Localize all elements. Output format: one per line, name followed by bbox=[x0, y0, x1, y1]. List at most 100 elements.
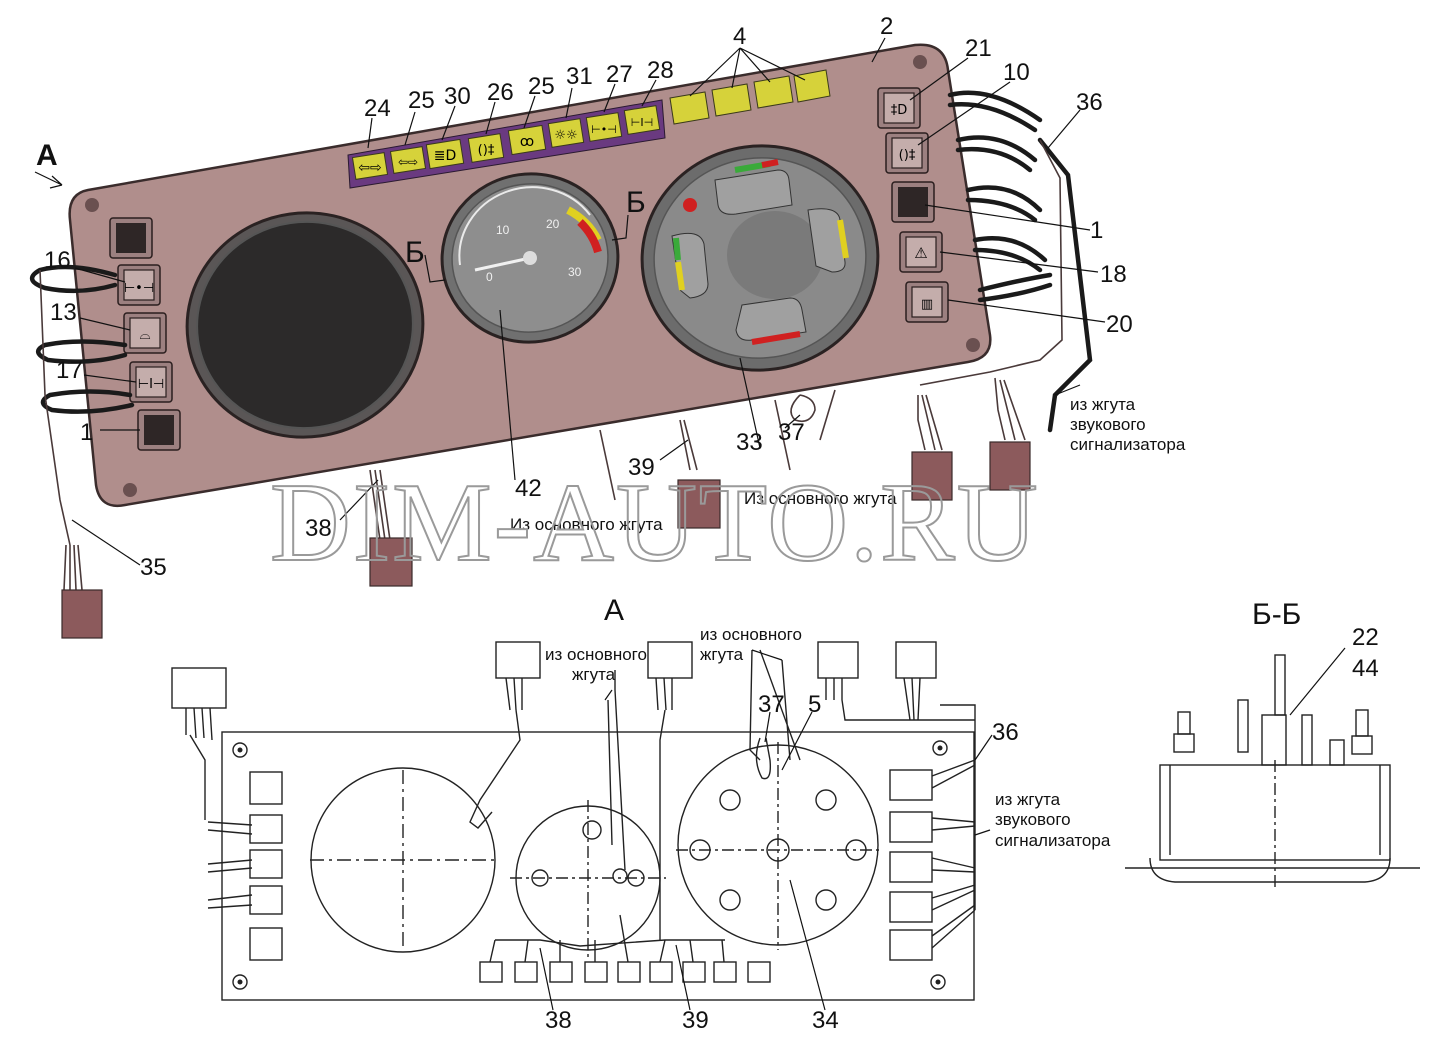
left-wire-loops bbox=[30, 264, 135, 546]
callout-24: 24 bbox=[364, 95, 391, 122]
callout-back-37: 37 bbox=[758, 691, 785, 718]
blank-button-right-face bbox=[898, 187, 928, 217]
plug-39 bbox=[677, 479, 721, 529]
left-button-column: ⊢•⊣ ⌓ ⊢I⊣ bbox=[109, 217, 181, 451]
blank-button-face bbox=[116, 223, 146, 253]
label-back-main-1b: жгута bbox=[572, 665, 616, 684]
callout-22: 22 bbox=[1352, 624, 1379, 651]
rear-heater-icon: ▥ bbox=[921, 297, 933, 312]
diff-lock-lamp-28 bbox=[623, 105, 661, 135]
callout-25a: 25 bbox=[408, 87, 435, 114]
back-view-title: А bbox=[604, 594, 624, 627]
button-17-face bbox=[135, 366, 167, 398]
panel-3d-view: ⊢•⊣ ⌓ ⊢I⊣ 0 10 20 30 bbox=[30, 13, 1186, 639]
right-connector-stack bbox=[889, 720, 976, 961]
button-10-face bbox=[891, 137, 923, 169]
label-horn-harness-2: звукового bbox=[1070, 415, 1146, 434]
button-13-face bbox=[129, 317, 161, 349]
section-BB-title: Б-Б bbox=[1252, 598, 1301, 631]
label-back-main-1a: из основного bbox=[545, 645, 647, 664]
right-button-column: ‡D ()‡ ⚠ ▥ bbox=[877, 87, 949, 323]
hazard-button-18-face bbox=[905, 236, 937, 268]
view-A-arrow bbox=[34, 171, 63, 189]
callout-2: 2 bbox=[880, 13, 893, 40]
callout-25b: 25 bbox=[528, 73, 555, 100]
tach-0: 0 bbox=[486, 270, 493, 284]
axle-lock-icon: ⊢•⊣ bbox=[124, 281, 154, 296]
fog-light-icon: ()‡ bbox=[478, 143, 495, 158]
glow-plug-icon: ꝏ bbox=[520, 134, 534, 150]
section-B-marker-right: Б bbox=[626, 186, 646, 219]
back-leaders bbox=[539, 649, 993, 1011]
callout-30: 30 bbox=[444, 83, 471, 110]
callout-33: 33 bbox=[736, 429, 763, 456]
tach-30: 30 bbox=[568, 265, 582, 279]
top-connectors-back bbox=[171, 641, 976, 940]
plug-38 bbox=[369, 537, 413, 587]
label-back-horn-b: звукового bbox=[995, 810, 1071, 829]
tach-10: 10 bbox=[496, 223, 510, 237]
glow-plug-lamp-25 bbox=[507, 124, 547, 156]
label-back-main-2b: жгута bbox=[700, 645, 744, 664]
callout-back-5: 5 bbox=[808, 691, 821, 718]
callout-26: 26 bbox=[487, 79, 514, 106]
watermark: DIM-AUTO.RU bbox=[270, 461, 1040, 585]
high-beam-lamp-30 bbox=[425, 138, 465, 170]
callout-28: 28 bbox=[647, 57, 674, 84]
diff-lock-icon: ⊢I⊣ bbox=[631, 116, 653, 129]
rear-fog-icon: ()‡ bbox=[899, 148, 916, 163]
section-B-arrow-left bbox=[424, 254, 446, 283]
callout-39: 39 bbox=[628, 454, 655, 481]
callout-37: 37 bbox=[778, 419, 805, 446]
button-21-face bbox=[883, 92, 915, 124]
section-BB-view: Б-Б 22 44 bbox=[1125, 598, 1420, 890]
label-horn-harness-3: сигнализатора bbox=[1070, 435, 1186, 454]
callout-back-39: 39 bbox=[682, 1007, 709, 1034]
callout-1-right: 1 bbox=[1090, 217, 1103, 244]
back-panel-outline bbox=[221, 731, 975, 1001]
speedometer bbox=[185, 211, 425, 439]
callout-1-left: 1 bbox=[80, 419, 93, 446]
callout-35: 35 bbox=[140, 554, 167, 581]
view-A-label: А bbox=[36, 139, 58, 172]
top-callouts: 24 25 30 26 25 31 27 28 4 2 21 10 36 1 1… bbox=[44, 13, 1133, 581]
callout-17: 17 bbox=[56, 357, 83, 384]
axle-lock-lamp-27 bbox=[585, 112, 623, 142]
bottom-connector-row bbox=[479, 914, 771, 983]
callout-back-38: 38 bbox=[545, 1007, 572, 1034]
left-connector-stack bbox=[207, 771, 283, 961]
callout-21: 21 bbox=[965, 35, 992, 62]
axle-lock-icon: ⊢•⊣ bbox=[591, 123, 617, 136]
callout-38: 38 bbox=[305, 515, 332, 542]
callout-44: 44 bbox=[1352, 655, 1379, 682]
plug-right-2 bbox=[989, 441, 1031, 491]
blank-button-1-face bbox=[144, 415, 174, 445]
label-from-main-harness-1: Из основного жгута bbox=[510, 515, 663, 534]
tach-20: 20 bbox=[546, 217, 560, 231]
sun-icon: ☼☼ bbox=[554, 128, 577, 143]
harness-36 bbox=[919, 139, 1063, 386]
right-wire-loops bbox=[947, 90, 1093, 433]
diff-lock-icon: ⊢I⊣ bbox=[138, 377, 164, 392]
callout-27: 27 bbox=[606, 61, 633, 88]
section-B-arrow-right bbox=[611, 214, 629, 241]
callout-back-36: 36 bbox=[992, 719, 1019, 746]
callout-36: 36 bbox=[1076, 89, 1103, 116]
screw bbox=[913, 55, 927, 69]
spare-lamp-slots bbox=[669, 69, 831, 125]
callout-16: 16 bbox=[44, 247, 71, 274]
high-beam-icon: ≣D bbox=[434, 148, 457, 164]
hazard-icon: ⚠ bbox=[914, 244, 927, 262]
top-leaders bbox=[71, 37, 1106, 566]
callout-10: 10 bbox=[1003, 59, 1030, 86]
screw bbox=[123, 483, 137, 497]
callout-20: 20 bbox=[1106, 311, 1133, 338]
screw bbox=[966, 338, 980, 352]
connectors-top bbox=[61, 377, 1031, 639]
label-horn-harness-1: из жгута bbox=[1070, 395, 1136, 414]
combination-gauge bbox=[640, 144, 880, 372]
turn-signal-lamp-24 bbox=[351, 152, 389, 180]
label-back-horn-a: из жгута bbox=[995, 790, 1061, 809]
callout-back-34: 34 bbox=[812, 1007, 839, 1034]
label-from-main-harness-2: Из основного жгута bbox=[744, 489, 897, 508]
